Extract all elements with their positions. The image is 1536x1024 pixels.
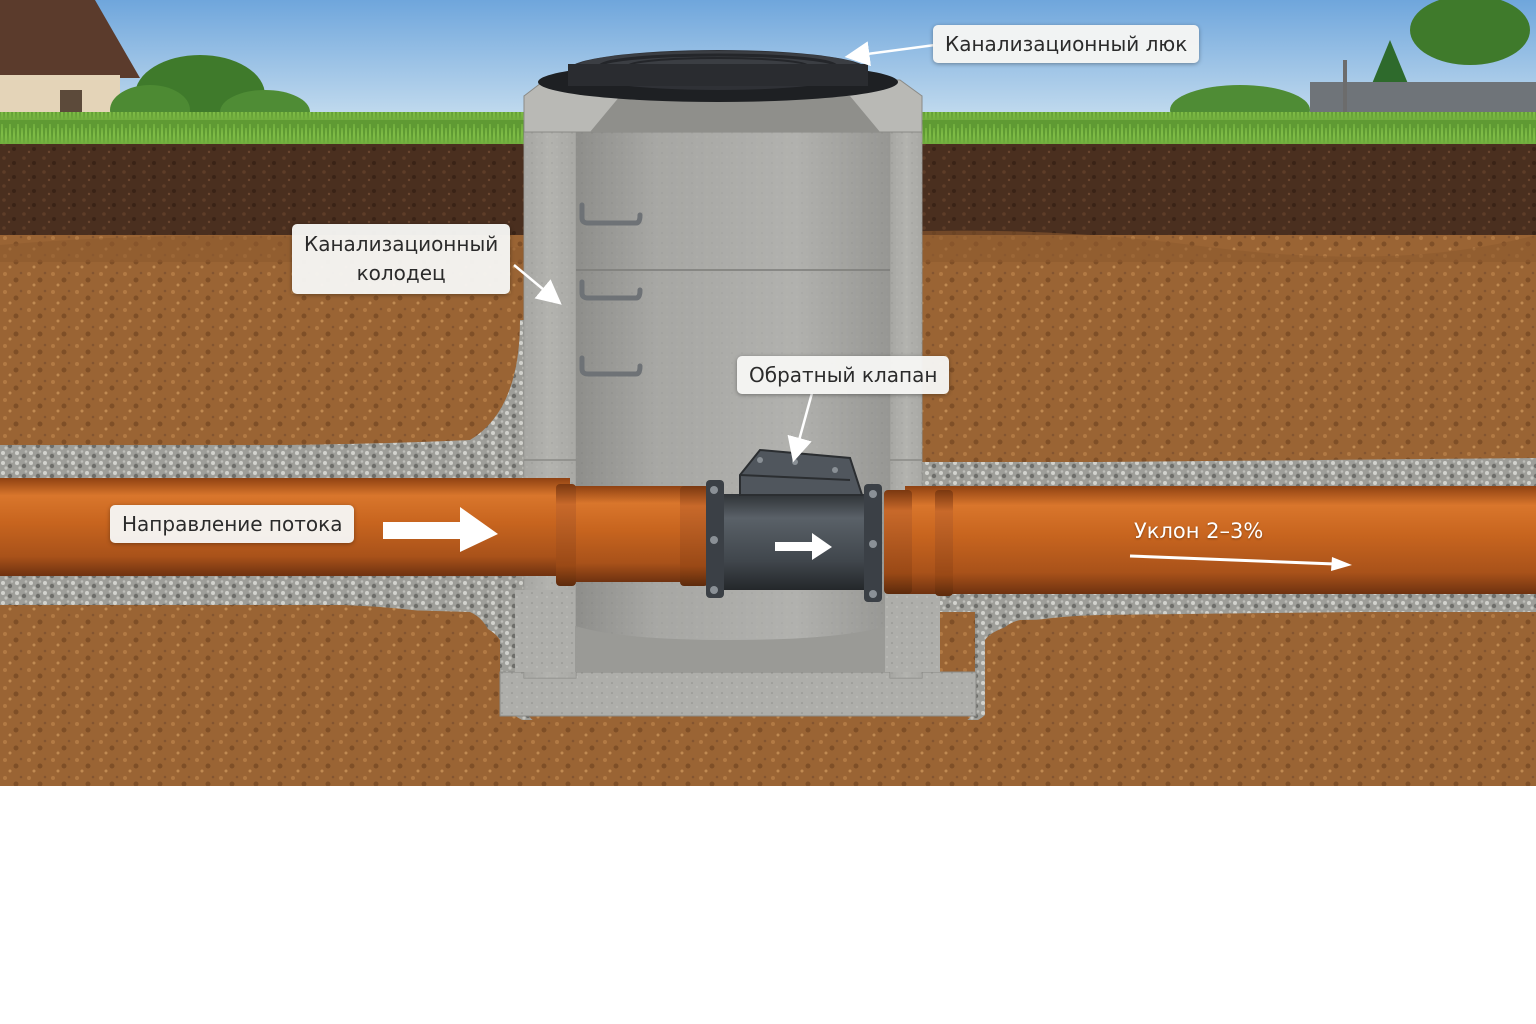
sewer-well-diagram — [0, 0, 1536, 786]
well-floor — [560, 620, 905, 672]
sewer-well-label-line1: Канализационный — [304, 232, 499, 256]
leader-well — [513, 264, 562, 305]
pipe-coupling — [935, 490, 953, 596]
pipe-coupling — [884, 490, 912, 594]
ladder-rung — [579, 279, 643, 301]
sewer-well-label-line2: колодец — [356, 261, 446, 285]
ladder-rung — [579, 202, 643, 226]
well-bottom-ledge — [515, 590, 575, 672]
soil-bottom — [480, 720, 1000, 786]
well-base-slab — [499, 671, 977, 717]
leader-valve — [787, 392, 814, 463]
flow-arrow-icon — [383, 507, 498, 552]
well-collar-inner — [590, 96, 880, 132]
well-bottom-ledge — [885, 590, 940, 672]
ladder-rung — [579, 355, 643, 377]
slope-label: Уклон 2–3% — [1134, 519, 1264, 543]
pipe-right — [905, 486, 1536, 594]
pipe-coupling — [680, 486, 708, 586]
pipe-coupling — [556, 484, 576, 586]
manhole-cover — [538, 50, 898, 102]
sewer-well-label: Канализационный колодец — [292, 224, 511, 294]
ladder-rungs — [579, 202, 643, 377]
soil-under-right — [985, 612, 1536, 786]
callout-leaders — [513, 41, 936, 463]
blank-area — [0, 786, 1536, 1024]
check-valve-label: Обратный клапан — [737, 356, 950, 394]
slope-arrow-icon — [1129, 554, 1352, 571]
flow-direction-label: Направление потока — [110, 505, 355, 543]
soil-under-left — [0, 607, 499, 786]
valve-arrow-icon — [775, 533, 832, 560]
manhole-cover-label: Канализационный люк — [933, 25, 1200, 63]
leader-manhole — [844, 41, 936, 67]
